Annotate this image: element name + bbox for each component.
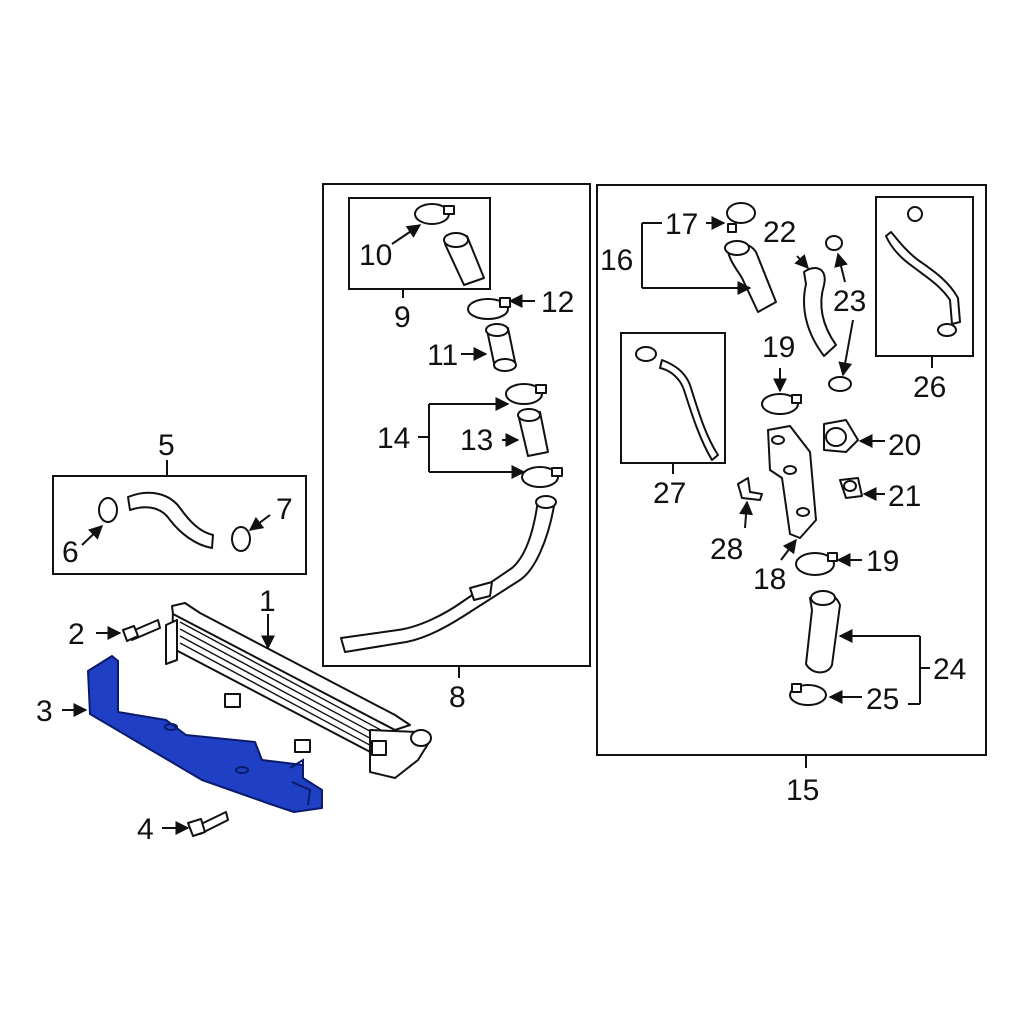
label-8: 8 — [449, 681, 466, 714]
clamp-14-upper[interactable] — [505, 383, 547, 405]
clamp-12[interactable] — [467, 297, 511, 320]
clamp-23-upper[interactable] — [825, 235, 843, 251]
label-17: 17 — [665, 208, 698, 241]
hose-24[interactable] — [805, 590, 841, 674]
clamp-23-lower[interactable] — [828, 376, 852, 392]
hose-22[interactable] — [803, 267, 837, 357]
hose-13[interactable] — [517, 408, 549, 457]
label-13: 13 — [460, 424, 493, 457]
intake-pipe-8[interactable] — [340, 495, 557, 653]
group-box-5 — [52, 475, 307, 575]
label-11: 11 — [427, 339, 458, 372]
hose-27[interactable] — [635, 346, 719, 461]
clamp-19-upper[interactable] — [761, 393, 802, 415]
label-9: 9 — [394, 301, 411, 334]
clamp-10[interactable] — [414, 203, 455, 225]
clamp-19-lower[interactable] — [795, 552, 838, 576]
clamp-14-lower[interactable] — [521, 466, 563, 488]
group-box-9 — [348, 197, 491, 290]
label-15: 15 — [786, 774, 819, 807]
bolt-upper[interactable] — [122, 619, 161, 642]
label-19b: 19 — [866, 545, 899, 578]
hose-16[interactable] — [724, 240, 777, 313]
hose-26[interactable] — [885, 206, 961, 337]
group-box-15 — [596, 184, 987, 756]
label-14: 14 — [377, 422, 410, 455]
label-1: 1 — [259, 585, 276, 618]
clamp-25[interactable] — [789, 683, 827, 706]
label-10: 10 — [359, 239, 392, 272]
label-6: 6 — [62, 536, 79, 569]
group-box-26 — [875, 196, 974, 357]
label-19a: 19 — [762, 331, 795, 364]
clamp-17[interactable] — [726, 202, 756, 233]
label-21: 21 — [888, 480, 921, 513]
hose-kit-5[interactable] — [98, 491, 251, 552]
air-deflector-shield[interactable] — [87, 655, 323, 813]
label-16: 16 — [600, 244, 633, 277]
label-24: 24 — [933, 653, 966, 686]
label-4: 4 — [137, 813, 154, 846]
bracket-28[interactable] — [737, 477, 763, 501]
bolt-lower[interactable] — [187, 811, 229, 837]
hose-9[interactable] — [443, 232, 485, 286]
sensor-11[interactable] — [485, 323, 517, 372]
label-27: 27 — [653, 477, 686, 510]
label-28: 28 — [710, 533, 743, 566]
group-box-8 — [322, 183, 591, 667]
label-7: 7 — [276, 493, 293, 526]
water-pump-20[interactable] — [823, 419, 859, 453]
label-2: 2 — [68, 618, 85, 651]
label-18: 18 — [753, 563, 786, 596]
label-20: 20 — [888, 429, 921, 462]
label-26: 26 — [913, 371, 946, 404]
label-25: 25 — [866, 683, 899, 716]
label-22: 22 — [763, 216, 796, 249]
pipe-18[interactable] — [767, 425, 817, 539]
fitting-21[interactable] — [839, 477, 863, 499]
label-12: 12 — [541, 286, 574, 319]
intercooler[interactable] — [165, 602, 432, 779]
label-3: 3 — [36, 695, 53, 728]
label-23: 23 — [833, 285, 866, 318]
label-5: 5 — [158, 429, 175, 462]
